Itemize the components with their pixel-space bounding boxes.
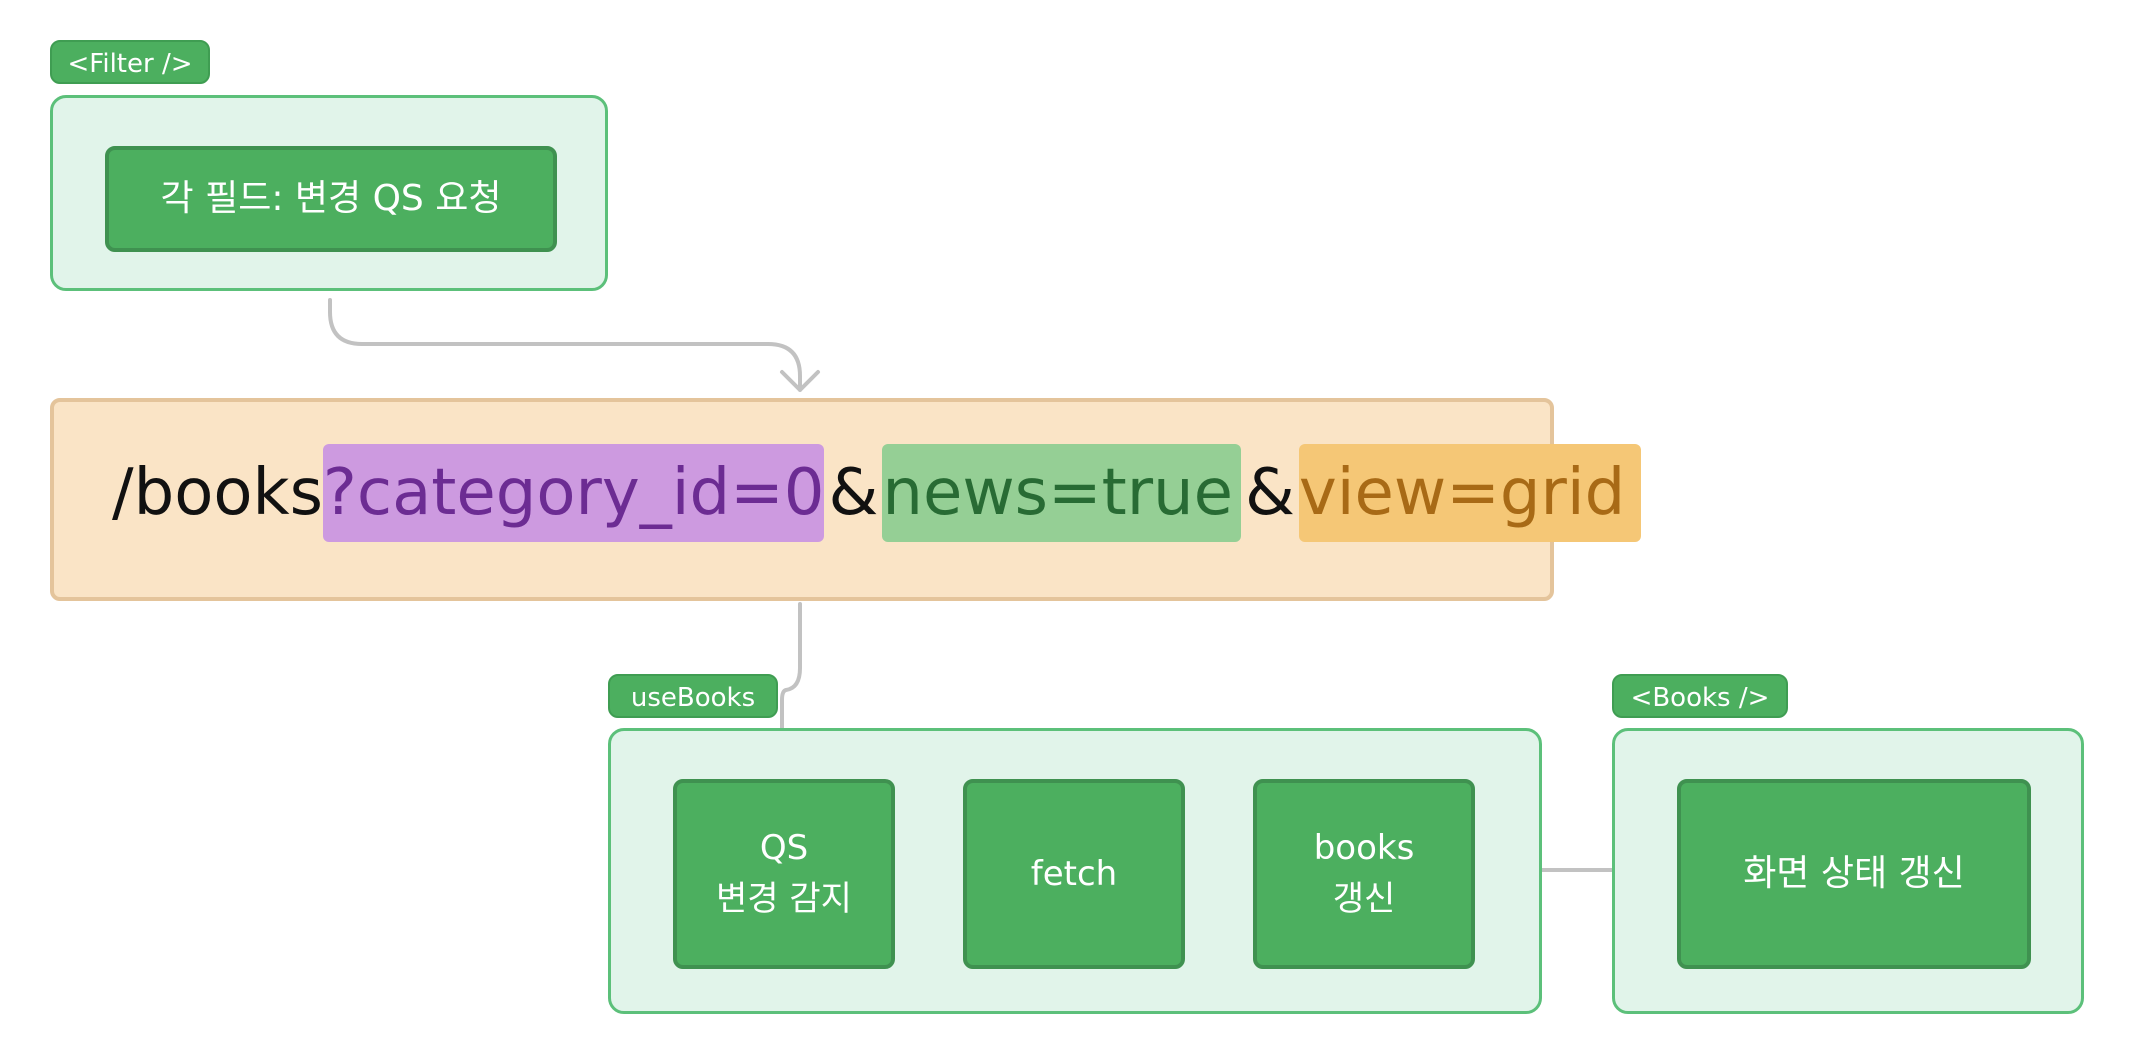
arrow-filter-to-url bbox=[328, 298, 820, 392]
fetch-label: fetch bbox=[1030, 853, 1118, 894]
usebooks-tag: useBooks bbox=[608, 674, 778, 718]
books-component-group: 화면 상태 갱신 bbox=[1612, 728, 2084, 1014]
qs-change-detect-line2: 변경 감지 bbox=[716, 879, 852, 919]
books-update-line2: 갱신 bbox=[1332, 879, 1396, 919]
qs-change-detect-node: QS 변경 감지 bbox=[673, 779, 895, 969]
url-query-news: news=true bbox=[882, 444, 1241, 542]
qs-change-detect-line1: QS bbox=[759, 828, 809, 868]
filter-component-group: 각 필드: 변경 QS 요청 bbox=[50, 95, 608, 291]
books-update-line1: books bbox=[1313, 828, 1415, 868]
url-query-view: view=grid bbox=[1298, 444, 1642, 542]
books-component-tag: <Books /> bbox=[1612, 674, 1788, 718]
screen-state-update-node: 화면 상태 갱신 bbox=[1677, 779, 2031, 969]
usebooks-group: QS 변경 감지 fetch books 갱신 bbox=[608, 728, 1542, 1014]
url-query-category: ?category_id=0 bbox=[322, 444, 825, 542]
url-path: /books bbox=[112, 456, 323, 530]
filter-field-request-node: 각 필드: 변경 QS 요청 bbox=[105, 146, 557, 252]
url-ampersand-2: & bbox=[1244, 456, 1295, 530]
books-update-node: books 갱신 bbox=[1253, 779, 1475, 969]
url-line: /books ?category_id=0 & news=true & view… bbox=[112, 444, 1642, 542]
filter-component-tag: <Filter /> bbox=[50, 40, 210, 84]
fetch-node: fetch bbox=[963, 779, 1185, 969]
url-ampersand-1: & bbox=[828, 456, 879, 530]
url-query-string-box: /books ?category_id=0 & news=true & view… bbox=[50, 398, 1642, 601]
